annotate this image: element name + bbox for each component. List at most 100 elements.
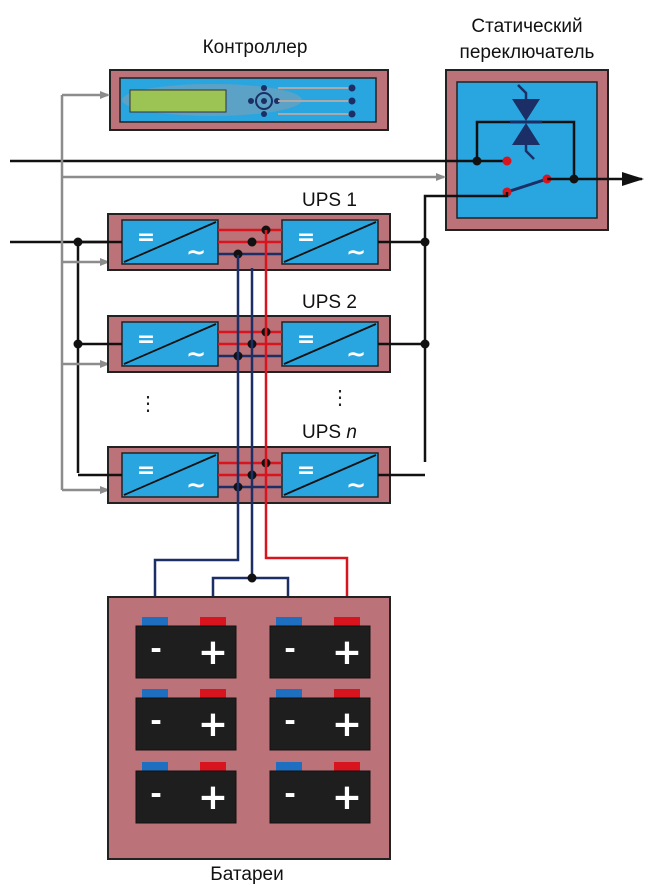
battery-r1-c1-body [135, 625, 237, 679]
battery-r3-c2-plus-sign: + [332, 777, 362, 818]
switch-contact-upper [502, 156, 512, 166]
junction-switch-output [569, 174, 579, 184]
keypad-center-dot [261, 98, 267, 104]
battery-r2-c2-negative-terminal [276, 689, 302, 698]
battery-r2-c1-positive-terminal [200, 689, 226, 698]
ups1-inverter-dc-symbol: = [297, 225, 315, 250]
ups1-inverter-ac-symbol: ~ [346, 238, 366, 266]
battery-bank: -+-+-+-+-+-+ [135, 617, 371, 824]
keypad-down-dot [261, 111, 267, 117]
battery-r2-c1-minus-sign: - [150, 704, 162, 737]
ups-modules: = ~ = ~ = ~ = ~ = ~ = ~ [78, 213, 425, 504]
battery-r3-c2-body [269, 770, 371, 824]
keypad-up-dot [261, 85, 267, 91]
upsn-inverter-dc-symbol: = [297, 458, 315, 483]
controller-keypad [248, 85, 280, 117]
battery-r2-c2-minus-sign: - [284, 704, 296, 737]
ups1-rectifier-dc-symbol: = [137, 225, 155, 250]
battery-r1-c1: -+ [135, 617, 237, 679]
battery-r2-c1-negative-terminal [142, 689, 168, 698]
battery-positive-bus [264, 230, 349, 617]
battery-r2-c2-body [269, 697, 371, 751]
battery-negative-lead-left [153, 255, 240, 617]
ups1-rectifier-ac-symbol: ~ [186, 238, 206, 266]
battery-r3-c2-positive-terminal [334, 762, 360, 771]
ups2-inverter-diagonal [283, 323, 377, 365]
battery-junction-node [247, 573, 257, 583]
ups1-rectifier-diagonal [123, 221, 217, 263]
power-junctions [73, 156, 579, 349]
ups2-inverter-dc-symbol: = [297, 327, 315, 352]
battery-r2-c1-plus-sign: + [198, 704, 228, 745]
battery-r2-c2: -+ [269, 689, 371, 751]
static-switch-label-line1: Статический [471, 16, 582, 37]
upsn-module: = ~ = ~ [78, 446, 425, 504]
battery-r1-c1-minus-sign: - [150, 632, 162, 665]
ups1-module: = ~ = ~ [78, 213, 425, 271]
control-lines [60, 91, 446, 494]
controller-indicator-lines [278, 87, 352, 115]
static-switch-label-line2: переключатель [460, 42, 595, 63]
upsn-rectifier-ac-symbol: ~ [186, 471, 206, 499]
battery-r3-c1-negative-terminal [142, 762, 168, 771]
ups1-negative-node [233, 249, 243, 259]
ups2-rectifier-diagonal [123, 323, 217, 365]
upsn-rectifier-dc-symbol: = [137, 458, 155, 483]
battery-r1-c2: -+ [269, 617, 371, 679]
ups2-inverter-ac-symbol: ~ [346, 340, 366, 368]
battery-r2-c2-positive-terminal [334, 689, 360, 698]
junction-output-ups2 [420, 339, 430, 349]
controller-unit [109, 69, 389, 131]
ups-output-bus [423, 192, 509, 462]
junction-bypass-switch [472, 156, 482, 166]
thyristor-symbol [510, 84, 542, 160]
ups1-mid-node [247, 237, 257, 247]
ellipsis-left: ⋮ [138, 393, 158, 415]
switch-blade [506, 177, 548, 194]
controller-led-3 [348, 110, 356, 118]
junction-input-ups2 [73, 339, 83, 349]
upsn-rectifier-diagonal [123, 454, 217, 496]
ups1-inverter-diagonal [283, 221, 377, 263]
battery-r3-c1-minus-sign: - [150, 777, 162, 810]
controller-display [129, 89, 227, 113]
static-switch [445, 69, 609, 231]
keypad-ring [255, 92, 273, 110]
keypad-right-dot [274, 98, 280, 104]
ups1-label: UPS 1 [302, 190, 357, 211]
battery-r1-c1-plus-sign: + [198, 632, 228, 673]
ups2-rectifier-dc-symbol: = [137, 327, 155, 352]
battery-r1-c2-positive-terminal [334, 617, 360, 626]
battery-r1-c1-negative-terminal [142, 617, 168, 626]
controller-label: Контроллер [203, 37, 308, 58]
battery-r2-c1: -+ [135, 689, 237, 751]
battery-r1-c2-plus-sign: + [332, 632, 362, 673]
upsn-label: UPS n [302, 422, 357, 443]
junction-input-ups1 [73, 237, 83, 247]
ups2-label: UPS 2 [302, 292, 357, 313]
upsn-inverter-ac-symbol: ~ [346, 471, 366, 499]
ups2-module: = ~ = ~ [78, 315, 425, 373]
battery-r3-c1-positive-terminal [200, 762, 226, 771]
battery-r3-c2-negative-terminal [276, 762, 302, 771]
battery-r1-c2-minus-sign: - [284, 632, 296, 665]
battery-r3-c1-body [135, 770, 237, 824]
battery-r3-c1-plus-sign: + [198, 777, 228, 818]
battery-r3-c2-minus-sign: - [284, 777, 296, 810]
controller-led-2 [348, 97, 356, 105]
battery-r3-c2: -+ [269, 762, 371, 824]
ellipsis-right: ⋮ [330, 387, 350, 409]
battery-r2-c2-plus-sign: + [332, 704, 362, 745]
batteries-label: Батареи [210, 864, 283, 885]
battery-r1-c1-positive-terminal [200, 617, 226, 626]
battery-r2-c1-body [135, 697, 237, 751]
battery-r3-c1: -+ [135, 762, 237, 824]
controller-led-1 [348, 84, 356, 92]
ups2-rectifier-ac-symbol: ~ [186, 340, 206, 368]
upsn-inverter-diagonal [283, 454, 377, 496]
keypad-left-dot [248, 98, 254, 104]
battery-r1-c2-negative-terminal [276, 617, 302, 626]
junction-output-ups1 [420, 237, 430, 247]
battery-r1-c2-body [269, 625, 371, 679]
